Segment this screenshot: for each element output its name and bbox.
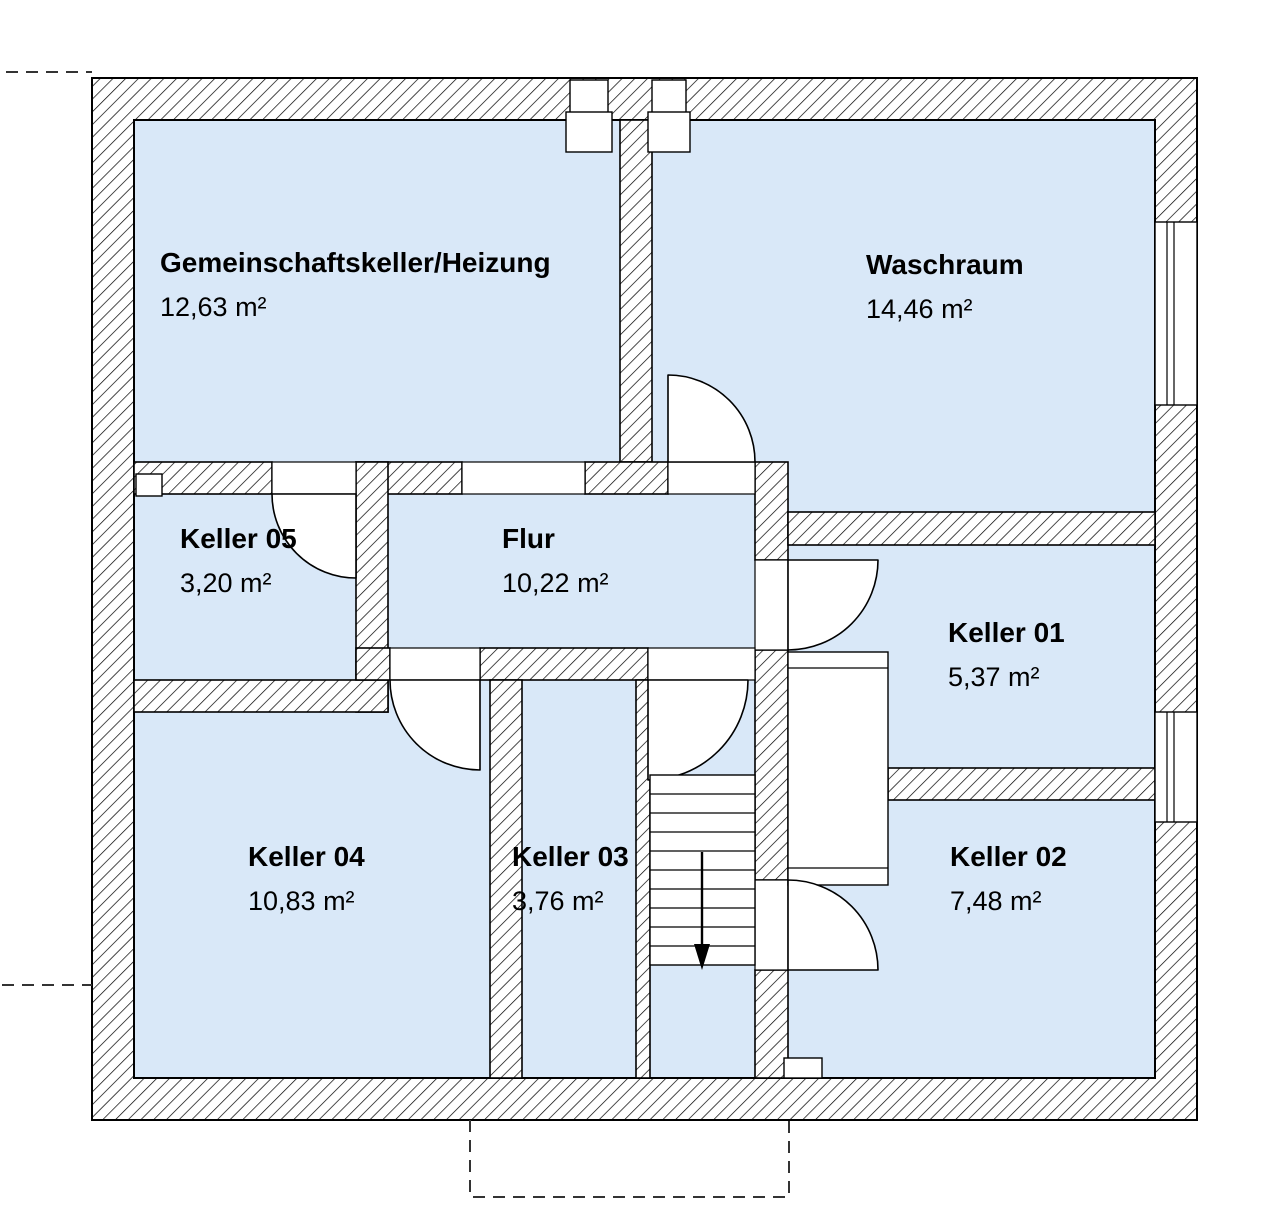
window-keller01 (1154, 711, 1198, 823)
door-keller02 (787, 879, 879, 971)
room-label-flur: Flur 10,22 m² (502, 522, 609, 600)
stairs-down-arrow (694, 852, 710, 970)
outer-wall (91, 77, 1198, 1121)
walls (91, 77, 1198, 1121)
room-name: Keller 05 (180, 523, 297, 554)
room-label-keller01: Keller 01 5,37 m² (948, 616, 1065, 694)
room-name: Waschraum (866, 249, 1024, 280)
wall-keller04-keller03 (489, 679, 523, 1079)
section-lines (2, 71, 790, 1198)
door-waschraum (667, 374, 756, 463)
room-name: Keller 02 (950, 841, 1067, 872)
room-area: 5,37 m² (948, 662, 1040, 692)
wall-keller01-keller02 (887, 767, 1156, 801)
room-floor-flur (388, 494, 755, 648)
room-name: Keller 01 (948, 617, 1065, 648)
wall-keller05-keller04 (133, 679, 389, 713)
room-label-gemeinschaftskeller: Gemeinschaftskeller/Heizung 12,63 m² (160, 246, 551, 324)
wall-openings (271, 461, 789, 971)
door-keller05 (271, 493, 357, 579)
staircase (649, 774, 756, 970)
wall-niche-keller02 (783, 1057, 823, 1079)
room-area: 10,22 m² (502, 568, 609, 598)
room-floor-gemeinschaftskeller (134, 120, 620, 462)
wall-waschraum-keller01 (787, 511, 1156, 546)
room-area: 10,83 m² (248, 886, 355, 916)
chimney-box-left-lower (565, 111, 613, 153)
windows (1154, 221, 1198, 823)
wall-between-top-rooms (619, 119, 653, 463)
room-area: 3,76 m² (512, 886, 604, 916)
room-label-keller05: Keller 05 3,20 m² (180, 522, 297, 600)
passage-opening (461, 461, 586, 495)
stair-landing-bottom (650, 965, 755, 1078)
door-swings (271, 374, 879, 971)
room-name: Keller 04 (248, 841, 365, 872)
duct-shaft (787, 651, 889, 886)
room-name: Gemeinschaftskeller/Heizung (160, 247, 551, 278)
room-floor-keller03 (522, 680, 636, 1078)
chimney-box-right (651, 79, 687, 115)
room-area: 7,48 m² (950, 886, 1042, 916)
room-label-keller02: Keller 02 7,48 m² (950, 840, 1067, 918)
room-label-waschraum: Waschraum 14,46 m² (866, 248, 1024, 326)
room-label-keller04: Keller 04 10,83 m² (248, 840, 365, 918)
chimney-box-left (569, 79, 609, 115)
window-waschraum (1154, 221, 1198, 406)
entrance-outline-bottom (469, 1120, 790, 1198)
room-area: 3,20 m² (180, 568, 272, 598)
door-keller01 (787, 559, 879, 651)
shafts-and-niches (135, 79, 889, 1079)
room-area: 14,46 m² (866, 294, 973, 324)
room-name: Flur (502, 523, 555, 554)
room-area: 12,63 m² (160, 292, 267, 322)
wall-niche-keller05 (135, 473, 163, 497)
room-label-keller03: Keller 03 3,76 m² (512, 840, 629, 918)
chimney-box-right-lower (647, 111, 691, 153)
room-name: Keller 03 (512, 841, 629, 872)
door-keller04 (389, 679, 481, 771)
